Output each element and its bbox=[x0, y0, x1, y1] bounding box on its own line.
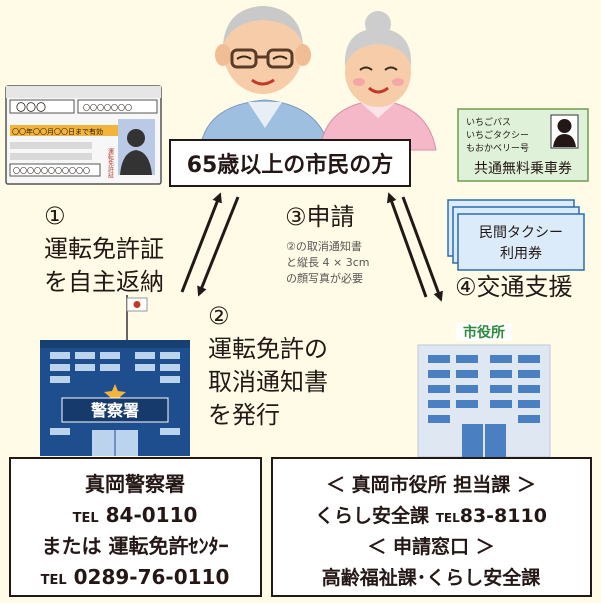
step2-number: ② bbox=[208, 302, 230, 330]
city-dept-line: くらし安全課 TEL83-8110 bbox=[315, 504, 547, 527]
free-pass-line-3: もおかベリー号 bbox=[466, 143, 529, 154]
step1-line-2: を自主返納 bbox=[44, 268, 164, 296]
police-contact-box bbox=[9, 457, 262, 597]
step2-line-1: 運転免許の bbox=[208, 335, 328, 363]
step4-title: ④交通支援 bbox=[455, 273, 573, 301]
police-or-text: または bbox=[42, 534, 102, 558]
license-stamp-text: 運転免許証 bbox=[107, 148, 114, 179]
city-hall-building: 市役所 bbox=[417, 323, 551, 458]
step2-line-2: 取消通知書 bbox=[208, 368, 328, 396]
step1-number: ① bbox=[44, 202, 66, 230]
taxi-ticket-line-2: 利用券 bbox=[500, 246, 542, 262]
license-card-illustration: 〇〇〇 〇〇〇〇〇〇〇 〇〇年〇〇月〇〇日まで有効 〇〇〇〇〇〇〇〇〇〇〇 運転… bbox=[5, 85, 162, 185]
step2-line-3: を発行 bbox=[208, 401, 280, 429]
city-contact-box bbox=[271, 457, 592, 597]
step3-title: ③申請 bbox=[285, 203, 355, 231]
city-dept-name: くらし安全課 bbox=[315, 504, 430, 527]
license-validity-text: 〇〇年〇〇月〇〇日まで有効 bbox=[12, 127, 103, 136]
police-station-building: 警察署 bbox=[40, 295, 190, 456]
step3-note-1: ②の取消通知書 bbox=[286, 239, 362, 253]
city-box-header: ＜ 真岡市役所 担当課 ＞ bbox=[326, 473, 536, 496]
target-residents-title: 65歳以上の市民の方 bbox=[187, 152, 394, 178]
city-tel-mark: TEL bbox=[436, 511, 460, 525]
police-tel-line-2: TEL 0289-76-0110 bbox=[41, 565, 230, 589]
free-pass-line-1: いちごバス bbox=[466, 116, 511, 128]
license-top-right-text: 〇〇〇〇〇〇〇 bbox=[83, 104, 132, 112]
police-tel-2: 0289-76-0110 bbox=[74, 565, 230, 589]
city-window-header: ＜ 申請窓口 ＞ bbox=[367, 535, 494, 558]
step3-note-2: と縦長 4 × 3cm bbox=[286, 256, 369, 269]
free-pass-label: 共通無料乗車券 bbox=[474, 160, 572, 177]
free-pass-illustration: いちごバス いちごタクシー もおかベリー号 共通無料乗車券 bbox=[457, 108, 589, 182]
license-center-name: 運転免許ｾﾝﾀｰ bbox=[108, 534, 228, 558]
arrow-return-license bbox=[180, 192, 222, 293]
step1-line-1: 運転免許証 bbox=[44, 235, 164, 263]
police-tel-mark-1: TEL bbox=[73, 511, 99, 526]
license-top-left-text: 〇〇〇 bbox=[16, 102, 46, 114]
police-tel-line-1: TEL 84-0110 bbox=[73, 503, 198, 527]
step3-note-3: の顔写真が必要 bbox=[286, 271, 363, 285]
city-hall-sign: 市役所 bbox=[463, 324, 505, 341]
police-tel-1: 84-0110 bbox=[106, 503, 198, 527]
city-tel: 83-8110 bbox=[460, 505, 547, 527]
arrow-application bbox=[386, 192, 428, 298]
arrow-issue-notice bbox=[197, 196, 240, 297]
city-window-depts: 高齢福祉課･くらし安全課 bbox=[322, 566, 542, 589]
police-or-line: または 運転免許ｾﾝﾀｰ bbox=[42, 534, 229, 558]
arrow-transport-support bbox=[401, 196, 443, 302]
target-residents-box bbox=[169, 139, 411, 187]
taxi-ticket-line-1: 民間タクシー bbox=[479, 225, 563, 241]
license-number-text: 〇〇〇〇〇〇〇〇〇〇〇 bbox=[13, 167, 90, 175]
free-pass-line-2: いちごタクシー bbox=[466, 129, 529, 141]
police-tel-mark-2: TEL bbox=[41, 573, 67, 588]
police-name: 真岡警察署 bbox=[85, 472, 185, 496]
elderly-couple-illustration bbox=[199, 6, 437, 151]
police-building-sign: 警察署 bbox=[90, 401, 139, 420]
taxi-ticket-illustration: 民間タクシー 利用券 bbox=[447, 199, 585, 271]
